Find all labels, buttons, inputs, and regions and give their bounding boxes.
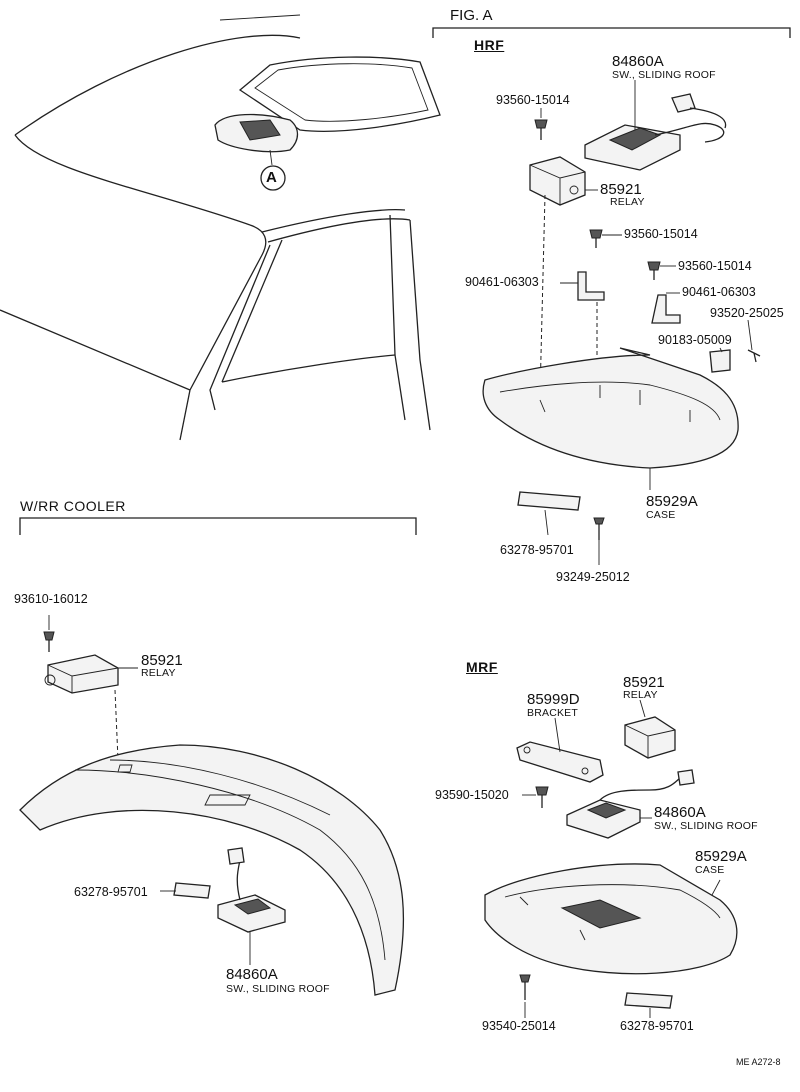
hrf-relay-name: RELAY (610, 196, 645, 208)
mrf-case-number: 85929A (695, 848, 747, 865)
mrf-sw-number: 84860A (654, 804, 706, 821)
hrf-sw-name: SW., SLIDING ROOF (612, 69, 716, 81)
rr-screw: 93610-16012 (14, 592, 88, 606)
mrf-relay-number: 85921 (623, 674, 665, 691)
mrf-screw2: 93540-25014 (482, 1019, 556, 1033)
section-rr-cooler: W/RR COOLER (20, 498, 126, 514)
hrf-screw1: 93560-15014 (496, 93, 570, 107)
hrf-sw-number: 84860A (612, 53, 664, 70)
hrf-relay-number: 85921 (600, 181, 642, 198)
rr-sw-number: 84860A (226, 966, 278, 983)
rr-sw-name: SW., SLIDING ROOF (226, 983, 330, 995)
hrf-screw2: 93560-15014 (624, 227, 698, 241)
hrf-case-number: 85929A (646, 493, 698, 510)
mrf-case-name: CASE (695, 864, 725, 876)
mrf-bracket-number: 85999D (527, 691, 580, 708)
hrf-bracket-left: 90461-06303 (465, 275, 539, 289)
vehicle-roof-drawing (0, 14, 441, 441)
fig-label: FIG. A (450, 7, 493, 24)
hrf-clip: 90183-05009 (658, 333, 732, 347)
mrf-pad: 63278-95701 (620, 1019, 694, 1033)
hrf-bracket-right: 90461-06303 (682, 285, 756, 299)
mrf-screw1: 93590-15020 (435, 788, 509, 802)
catalog-code: ME A272-8 (736, 1057, 781, 1067)
hrf-screw3: 93560-15014 (678, 259, 752, 273)
rr-cooler-assembly (19, 631, 405, 996)
mrf-assembly (484, 716, 738, 1009)
hrf-assembly (482, 93, 761, 540)
rr-relay-number: 85921 (141, 652, 183, 669)
section-mrf: MRF (466, 659, 498, 675)
mrf-sw-name: SW., SLIDING ROOF (654, 820, 758, 832)
hrf-pad: 63278-95701 (500, 543, 574, 557)
leader-lines (48, 80, 753, 1018)
mrf-bracket-name: BRACKET (527, 707, 578, 719)
callout-a: A (266, 169, 277, 186)
section-hrf: HRF (474, 37, 505, 53)
hrf-screw5: 93249-25012 (556, 570, 630, 584)
rr-relay-name: RELAY (141, 667, 176, 679)
rr-pad: 63278-95701 (74, 885, 148, 899)
mrf-relay-name: RELAY (623, 689, 658, 701)
hrf-case-name: CASE (646, 509, 676, 521)
hrf-screw4: 93520-25025 (710, 306, 784, 320)
